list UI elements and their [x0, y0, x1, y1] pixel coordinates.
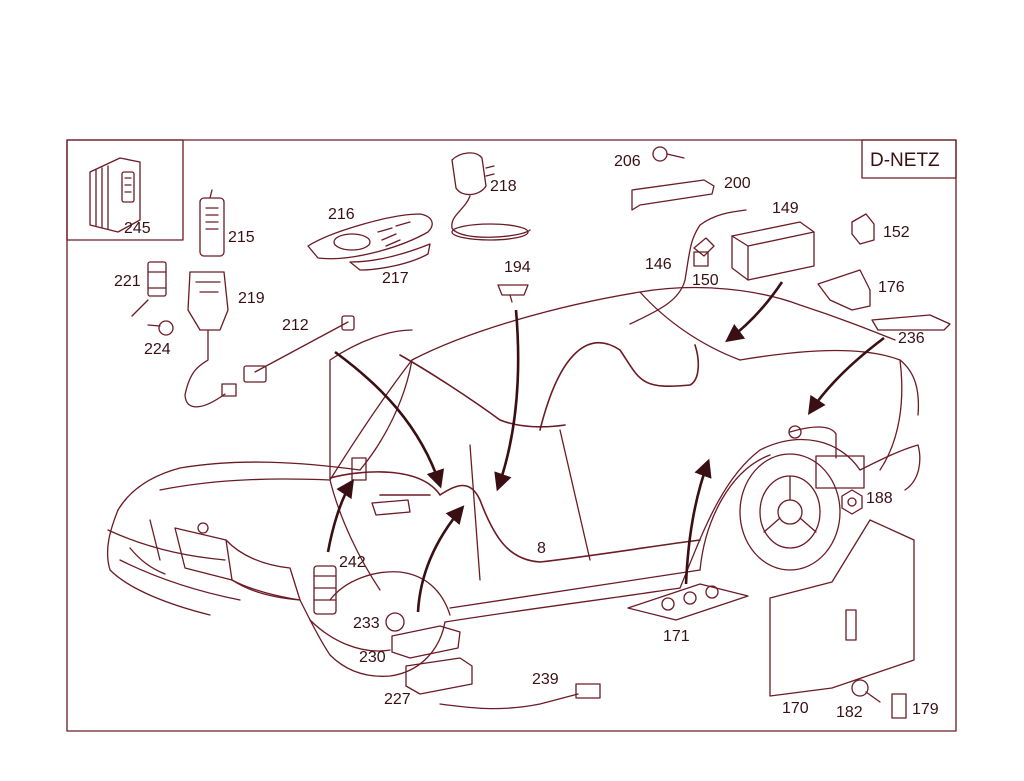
label-215: 215	[228, 229, 255, 246]
part-149-transceiver	[731, 221, 815, 281]
label-219: 219	[238, 290, 265, 307]
car-body	[106, 286, 921, 677]
part-227-module	[405, 657, 473, 695]
part-150-connector	[693, 237, 715, 267]
label-218: 218	[490, 178, 517, 195]
part-antenna-bracket	[788, 425, 865, 489]
part-217-cradle	[349, 243, 431, 271]
label-194: 194	[504, 259, 531, 276]
part-200-bracket	[631, 179, 715, 211]
part-219-holder	[184, 271, 237, 408]
label-188: 188	[866, 490, 893, 507]
label-239: 239	[532, 671, 559, 688]
part-176-bracket	[817, 269, 871, 311]
part-216-phone	[307, 213, 433, 260]
label-176: 176	[878, 279, 905, 296]
label-212: 212	[282, 317, 309, 334]
part-182-screw	[851, 679, 881, 703]
label-227: 227	[384, 691, 411, 708]
arrows	[326, 281, 885, 613]
part-236-strap	[871, 314, 951, 331]
label-170: 170	[782, 700, 809, 717]
inset-frame-245	[66, 139, 184, 241]
label-221: 221	[114, 273, 141, 290]
label-233: 233	[353, 615, 380, 632]
part-230-bracket	[391, 625, 461, 659]
label-230: 230	[359, 649, 386, 666]
part-218-charger	[451, 152, 531, 241]
part-239-cable	[439, 683, 601, 710]
part-242-antenna	[313, 457, 367, 615]
label-206: 206	[614, 153, 641, 170]
part-170-plate	[769, 519, 915, 697]
part-171-tray	[627, 583, 749, 621]
part-233-nut	[385, 612, 405, 632]
label-242: 242	[339, 554, 366, 571]
label-236: 236	[898, 330, 925, 347]
title-d-netz: D-NETZ	[870, 150, 940, 171]
label-216: 216	[328, 206, 355, 223]
label-224: 224	[144, 341, 171, 358]
label-146: 146	[645, 256, 672, 273]
part-221-bracket	[131, 261, 167, 317]
part-194-plug	[497, 284, 529, 303]
label-217: 217	[382, 270, 409, 287]
label-245: 245	[124, 220, 151, 237]
label-149: 149	[772, 200, 799, 217]
cable-harness	[329, 341, 701, 563]
title-box	[861, 139, 957, 179]
part-146-cable	[629, 209, 747, 325]
label-171: 171	[663, 628, 690, 645]
part-labels: 245 215 221 219 224 212 216 217 218 194 …	[114, 153, 939, 721]
part-215-handset	[199, 189, 225, 257]
diagram-frame	[66, 139, 957, 732]
part-179-bracket	[891, 693, 907, 719]
label-150: 150	[692, 272, 719, 289]
part-152-clip	[851, 213, 875, 245]
part-206-screw	[652, 146, 685, 162]
label-152: 152	[883, 224, 910, 241]
label-179: 179	[912, 701, 939, 718]
label-8: 8	[537, 540, 546, 557]
part-224-screw	[147, 320, 174, 336]
part-245-manual	[89, 157, 141, 233]
label-200: 200	[724, 175, 751, 192]
label-182: 182	[836, 704, 863, 721]
part-212-cable	[243, 315, 355, 383]
part-188-nut	[841, 489, 863, 515]
